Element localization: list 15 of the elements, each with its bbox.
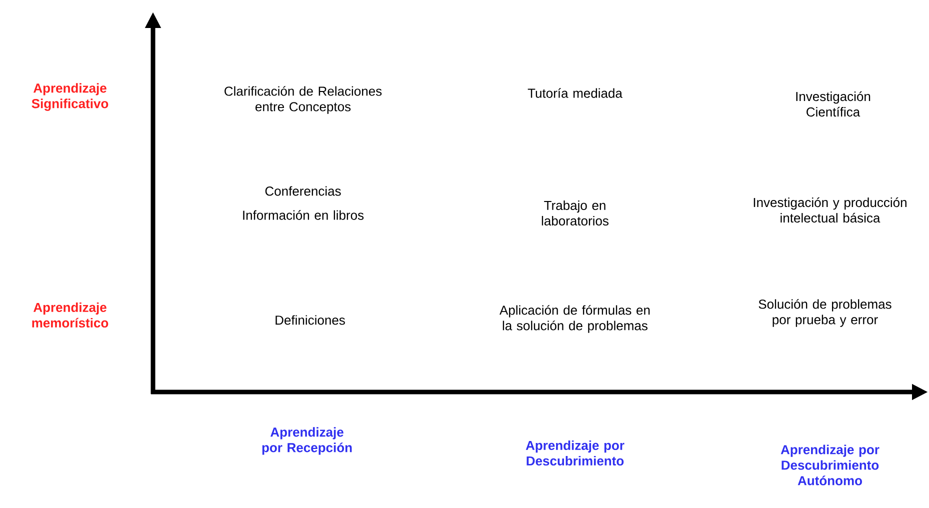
cell-text: Conferencias: [265, 186, 341, 196]
cell-text: Investigación Científica: [796, 91, 870, 117]
axis-label: Aprendizaje por Recepción: [262, 427, 352, 455]
cell-text: Solución de problemas por prueba y error: [758, 299, 892, 327]
axis-label: Aprendizaje por Descubrimiento: [526, 440, 624, 466]
cell-text: Trabajo en laboratorios: [542, 200, 608, 226]
cell-text: Aplicación de fórmulas en la solución de problemas: [500, 305, 650, 333]
cell-text: Definiciones: [276, 315, 345, 325]
cell-text: Información en libros: [243, 210, 364, 220]
cell-text: Tutoría mediada: [528, 88, 622, 98]
axis-label: Aprendizaje Significativo: [32, 83, 108, 111]
axis-label: Aprendizaje memorístico: [32, 302, 108, 328]
axis-label: Aprendizaje por Descubrimiento Autónomo: [780, 444, 880, 486]
cell-text: Clarificación de Relaciones entre Conceptos: [224, 86, 382, 114]
cell-text: Investigación y producción intelectual básica: [754, 197, 906, 223]
